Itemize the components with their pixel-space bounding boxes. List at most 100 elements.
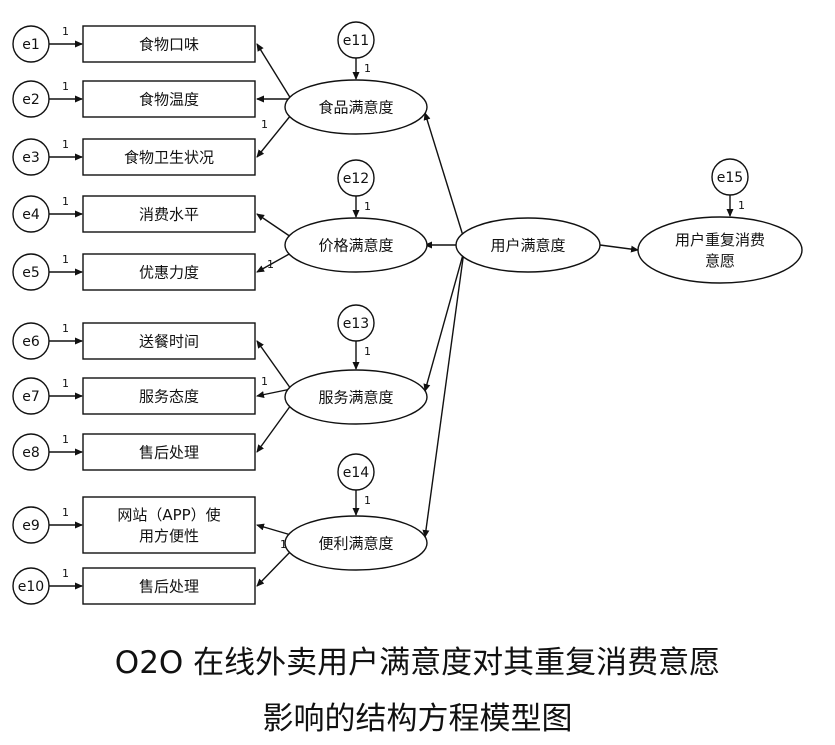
- loading-path-10: [256, 550, 292, 587]
- indicator-label: 优惠力度: [139, 263, 199, 281]
- latent-ellipse: [637, 216, 803, 284]
- structural-path-1: [423, 112, 465, 240]
- indicator-label: 服务态度: [139, 387, 199, 405]
- latent-label: 意愿: [705, 252, 735, 270]
- structural-path-3: [423, 250, 465, 392]
- indicator-box: [82, 25, 256, 63]
- error-label: e7: [22, 389, 40, 405]
- latent-ellipse: [284, 79, 428, 135]
- error-circle: [12, 80, 50, 118]
- error-label: e3: [22, 150, 40, 166]
- disturbance-label: e12: [343, 171, 369, 187]
- error-label: e5: [22, 265, 40, 281]
- latent-ellipse: [284, 369, 428, 425]
- weight-label: 1: [261, 118, 268, 131]
- error-circle: [12, 322, 50, 360]
- weight-label: 1: [738, 199, 745, 212]
- weight-label: 1: [62, 80, 69, 93]
- indicator-label: 网站（APP）使: [117, 506, 220, 524]
- indicator-box: [82, 567, 256, 605]
- disturbance-label: e14: [343, 465, 370, 481]
- error-label: e4: [22, 207, 40, 223]
- weight-label: 1: [62, 138, 69, 151]
- loading-path-8: [256, 404, 292, 453]
- disturbance-circle: [337, 21, 375, 59]
- weight-label: 1: [261, 375, 268, 388]
- indicator-label: 食物温度: [139, 90, 199, 108]
- latent-ellipse: [284, 515, 428, 571]
- error-label: e1: [22, 37, 40, 53]
- weight-label: 1: [364, 345, 371, 358]
- indicator-label: 食物卫生状况: [124, 148, 214, 166]
- indicator-box: [82, 322, 256, 360]
- indicator-box: [82, 496, 256, 554]
- figure-caption-line2: 影响的结构方程模型图: [262, 701, 573, 737]
- latent-label: 食品满意度: [318, 98, 393, 116]
- indicator-box: [82, 253, 256, 291]
- error-circle: [12, 25, 50, 63]
- structural-path-4: [422, 250, 465, 538]
- error-circle: [12, 433, 50, 471]
- disturbance-label: e15: [717, 170, 743, 186]
- weight-label: 1: [62, 253, 69, 266]
- weight-label: 1: [62, 195, 69, 208]
- latent-label: 用户重复消费: [675, 231, 765, 249]
- indicator-box: [82, 433, 256, 471]
- disturbance-circle: [711, 158, 749, 196]
- error-label: e9: [22, 518, 40, 534]
- error-label: e10: [18, 579, 44, 595]
- indicator-label: 售后处理: [139, 577, 199, 595]
- indicator-label: 消费水平: [139, 205, 199, 223]
- error-circle: [12, 138, 50, 176]
- weight-label: 1: [62, 433, 69, 446]
- indicator-box: [82, 195, 256, 233]
- weight-label: 1: [62, 322, 69, 335]
- weight-label: 1: [267, 258, 274, 271]
- loading-path-6: [256, 340, 292, 390]
- error-circle: [12, 506, 50, 544]
- weight-label: 1: [62, 377, 69, 390]
- indicator-label: 用方便性: [139, 527, 199, 545]
- error-circle: [12, 377, 50, 415]
- weight-label: 1: [364, 62, 371, 75]
- latent-label: 便利满意度: [318, 534, 393, 552]
- nodes-layer: e1 食物口味 e2 食物温度 e3 食物卫生状况 e4 消费水平 e5 优惠力度 e6 送餐时间 e7…: [12, 21, 803, 605]
- latent-label: 用户满意度: [490, 236, 565, 254]
- error-label: e8: [22, 445, 40, 461]
- disturbance-circle: [337, 159, 375, 197]
- weight-label: 1: [364, 200, 371, 213]
- loading-path-4: [256, 213, 292, 238]
- loading-path-9: [256, 523, 292, 536]
- latent-label: 价格满意度: [318, 236, 393, 254]
- figure-caption-line1: O2O 在线外卖用户满意度对其重复消费意愿: [114, 645, 721, 681]
- latent-ellipse: [455, 217, 601, 273]
- weight-label: 1: [62, 567, 69, 580]
- indicator-label: 送餐时间: [139, 332, 199, 350]
- error-circle: [12, 195, 50, 233]
- latent-ellipse: [284, 217, 428, 273]
- indicator-box: [82, 80, 256, 118]
- loading-path-3: [256, 114, 292, 158]
- sem-diagram: 1 1 1 1 1 1 1 1 1 1 1 1 1 1 1 1 1 1 1 e1 食物口味 e2 食物温度 e3 食物卫生状况…: [12, 21, 803, 605]
- disturbance-label: e13: [343, 316, 369, 332]
- weight-label: 1: [62, 25, 69, 38]
- weight-label: 1: [280, 538, 287, 551]
- error-label: e2: [22, 92, 40, 108]
- disturbance-label: e11: [343, 33, 369, 49]
- indicator-label: 售后处理: [139, 443, 199, 461]
- loading-path-5: [256, 252, 292, 273]
- weight-label: 1: [364, 494, 371, 507]
- disturbance-circle: [337, 304, 375, 342]
- error-circle: [12, 253, 50, 291]
- loading-path-7: [256, 388, 292, 399]
- indicator-box: [82, 377, 256, 415]
- disturbance-circle: [337, 453, 375, 491]
- indicator-label: 食物口味: [139, 35, 199, 53]
- paths-layer: 1 1 1 1 1 1 1 1 1 1 1 1 1 1 1 1 1 1 1: [49, 25, 745, 590]
- indicator-box: [82, 138, 256, 176]
- loading-path-1: [256, 43, 292, 100]
- error-label: e6: [22, 334, 40, 350]
- latent-label: 服务满意度: [318, 388, 393, 406]
- structural-path-intention: [599, 244, 639, 253]
- weight-label: 1: [62, 506, 69, 519]
